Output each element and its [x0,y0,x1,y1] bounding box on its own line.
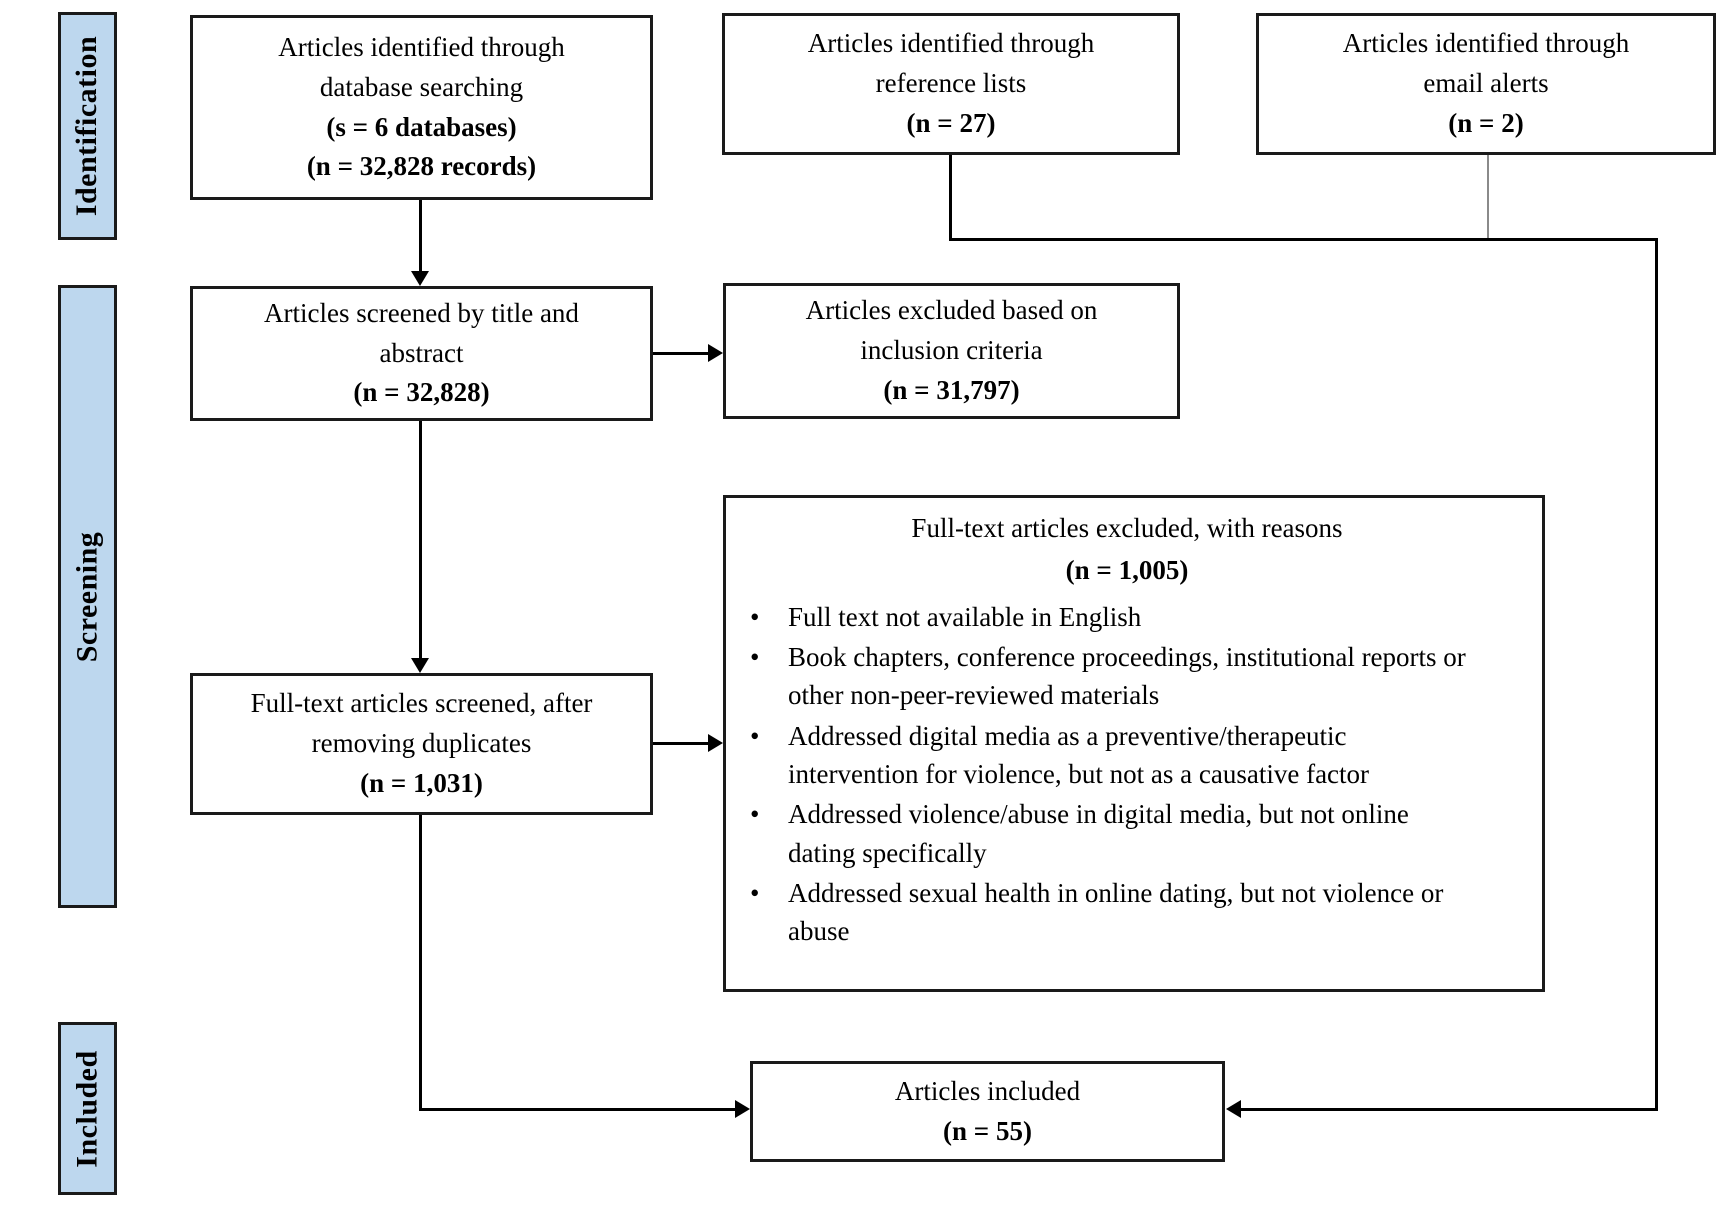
box-fulltext-excluded-reasons: Full-text articles excluded, with reason… [723,495,1545,992]
text-line-count: (s = 6 databases) [326,111,517,142]
reason-item: Addressed sexual health in online dating… [748,874,1478,951]
box-excluded-inclusion-criteria: Articles excluded based on inclusion cri… [723,283,1180,419]
connector-right-vertical [1655,238,1658,1111]
text-line: Full-text articles screened, after [250,688,593,719]
stage-bar-identification: Identification [58,12,117,240]
connector-fulltext-down [419,815,422,1111]
text-line: Articles screened by title and [264,297,579,328]
reason-item: Addressed violence/abuse in digital medi… [748,795,1478,872]
arrowhead-down-icon [411,271,429,286]
connector-screened-to-fulltext [419,421,422,659]
text-line: Articles identified through [278,31,565,62]
connector-merge-horizontal [949,238,1658,241]
text-line-count: (n = 2) [1448,107,1524,138]
stage-label-identification: Identification [70,35,104,217]
box-fulltext-screened: Full-text articles screened, after remov… [190,673,653,815]
box-articles-included: Articles included (n = 55) [750,1061,1225,1162]
reason-item: Full text not available in English [748,598,1478,637]
text-line-count: (n = 32,828 records) [306,151,537,182]
text-line: Articles included [894,1075,1081,1106]
connector-refs-drop [949,155,952,241]
text-line: Articles identified through [1342,28,1630,59]
text-line: reference lists [875,68,1027,99]
stage-label-screening: Screening [70,531,104,662]
text-line-count: (n = 32,828) [353,377,490,408]
text-line-count: (n = 1,031) [360,767,483,798]
reason-list: Full text not available in English Book … [726,598,1528,953]
connector-screened-to-excluded [653,352,708,355]
reason-item: Book chapters, conference proceedings, i… [748,638,1478,715]
connector-right-to-included [1241,1108,1658,1111]
arrowhead-right-icon [708,734,723,752]
connector-email-drop [1487,155,1489,239]
text-line-count: (n = 27) [906,107,996,138]
box-screened-title-abstract: Articles screened by title and abstract … [190,286,653,421]
box-identified-references: Articles identified through reference li… [722,13,1180,155]
stage-label-included: Included [70,1049,104,1168]
text-line: inclusion criteria [860,335,1043,366]
text-line-count: (n = 55) [943,1115,1032,1146]
connector-db-to-screened [419,200,422,272]
text-line: removing duplicates [311,728,532,759]
arrowhead-right-icon [735,1100,750,1118]
text-line: Articles identified through [807,28,1095,59]
text-line: abstract [379,337,464,368]
text-line: Articles excluded based on [805,295,1098,326]
stage-bar-included: Included [58,1022,117,1195]
stage-bar-screening: Screening [58,285,117,908]
reasons-count: (n = 1,005) [1065,554,1189,585]
reason-item: Addressed digital media as a preventive/… [748,717,1478,794]
connector-fulltext-to-reasons [653,742,708,745]
box-identified-email: Articles identified through email alerts… [1256,13,1716,155]
connector-fulltext-to-included [419,1108,735,1111]
text-line: database searching [319,71,524,102]
reasons-title: Full-text articles excluded, with reason… [911,513,1343,543]
arrowhead-down-icon [411,658,429,673]
text-line-count: (n = 31,797) [883,374,1020,405]
box-identified-database: Articles identified through database sea… [190,15,653,200]
arrowhead-left-icon [1226,1100,1241,1118]
text-line: email alerts [1423,68,1549,99]
arrowhead-right-icon [708,344,723,362]
